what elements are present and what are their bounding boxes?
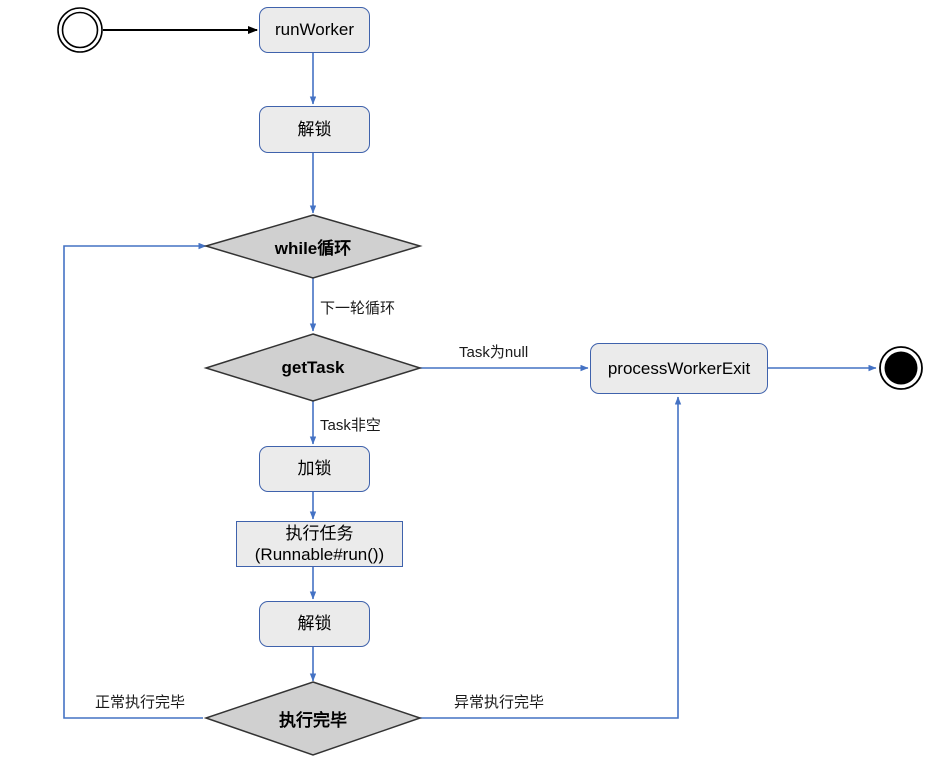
node-unlock-top[interactable]: 解锁 (259, 106, 370, 153)
decision-gettask-shape (203, 333, 423, 402)
decision-while-loop-label: while循环 (274, 239, 352, 258)
edge-label-normal-finish: 正常执行完毕 (95, 694, 186, 711)
node-unlock-top-label: 解锁 (297, 119, 332, 139)
start-node (57, 7, 103, 53)
node-runworker-label: runWorker (274, 20, 355, 40)
edge-label-task-not-null: Task非空 (320, 417, 381, 434)
node-process-worker-exit-label: processWorkerExit (607, 358, 751, 378)
node-runworker[interactable]: runWorker (259, 7, 370, 53)
node-process-worker-exit[interactable]: processWorkerExit (590, 343, 768, 394)
node-run-task[interactable]: 执行任务 (Runnable#run()) (236, 521, 403, 567)
decision-while-loop-shape (203, 214, 423, 279)
node-run-task-label: 执行任务 (Runnable#run()) (254, 523, 385, 564)
end-node (879, 346, 923, 390)
node-unlock-bottom-label: 解锁 (297, 614, 332, 634)
edge-done-to-while-loopback (63, 242, 207, 719)
decision-done[interactable]: 执行完毕 (206, 682, 420, 755)
node-lock[interactable]: 加锁 (259, 446, 370, 492)
node-lock-label: 加锁 (297, 459, 332, 479)
decision-gettask[interactable]: getTask (206, 334, 420, 401)
decision-while-loop[interactable]: while循环 (206, 215, 420, 278)
node-unlock-bottom[interactable]: 解锁 (259, 601, 370, 647)
decision-done-label: 执行完毕 (279, 711, 347, 730)
edge-done-to-processworkerexit (420, 396, 682, 719)
edge-label-next-loop: 下一轮循环 (320, 300, 396, 317)
decision-done-shape (203, 681, 423, 756)
edge-label-abnormal-finish: 异常执行完毕 (454, 694, 545, 711)
edge-label-task-is-null: Task为null (459, 344, 529, 361)
decision-gettask-label: getTask (281, 357, 345, 377)
